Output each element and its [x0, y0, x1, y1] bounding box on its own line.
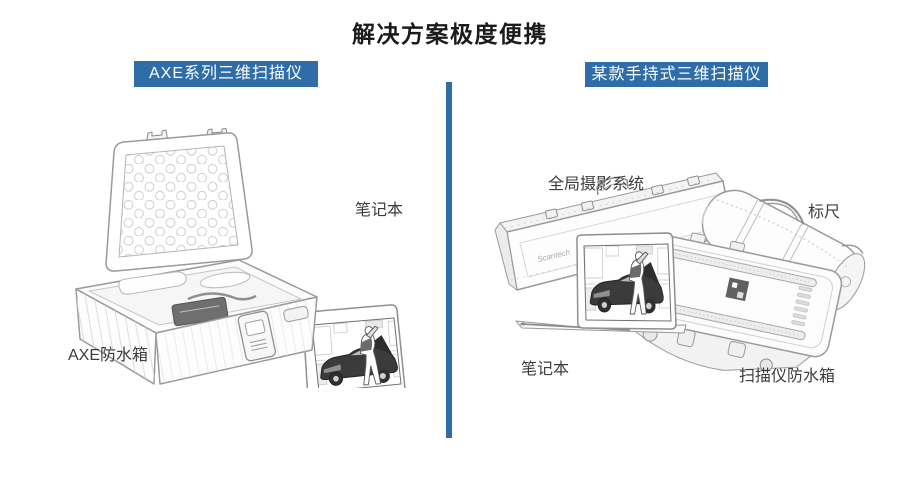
laptop-sketch — [515, 232, 687, 334]
handheld-kit-illustration: Scantech — [494, 172, 866, 372]
axe-kit-illustration — [75, 128, 406, 388]
left-section-badge: AXE系列三维扫描仪 — [134, 61, 318, 87]
section-divider — [446, 82, 452, 438]
page-title: 解决方案极度便携 — [352, 21, 548, 47]
label-scale-bar: 标尺 — [808, 204, 841, 221]
scanner-case-sketch — [630, 232, 843, 372]
label-scanner-waterproof-case: 扫描仪防水箱 — [739, 368, 836, 385]
waterproof-case-sketch — [75, 128, 318, 385]
right-section-badge: 某款手持式三维扫描仪 — [585, 62, 768, 87]
label-laptop-right: 笔记本 — [521, 361, 570, 378]
label-photogrammetry-system: 全局摄影系统 — [548, 176, 645, 193]
label-laptop-left: 笔记本 — [355, 202, 404, 219]
label-axe-waterproof-case: AXE防水箱 — [68, 347, 149, 364]
laptop-sketch — [302, 304, 406, 388]
